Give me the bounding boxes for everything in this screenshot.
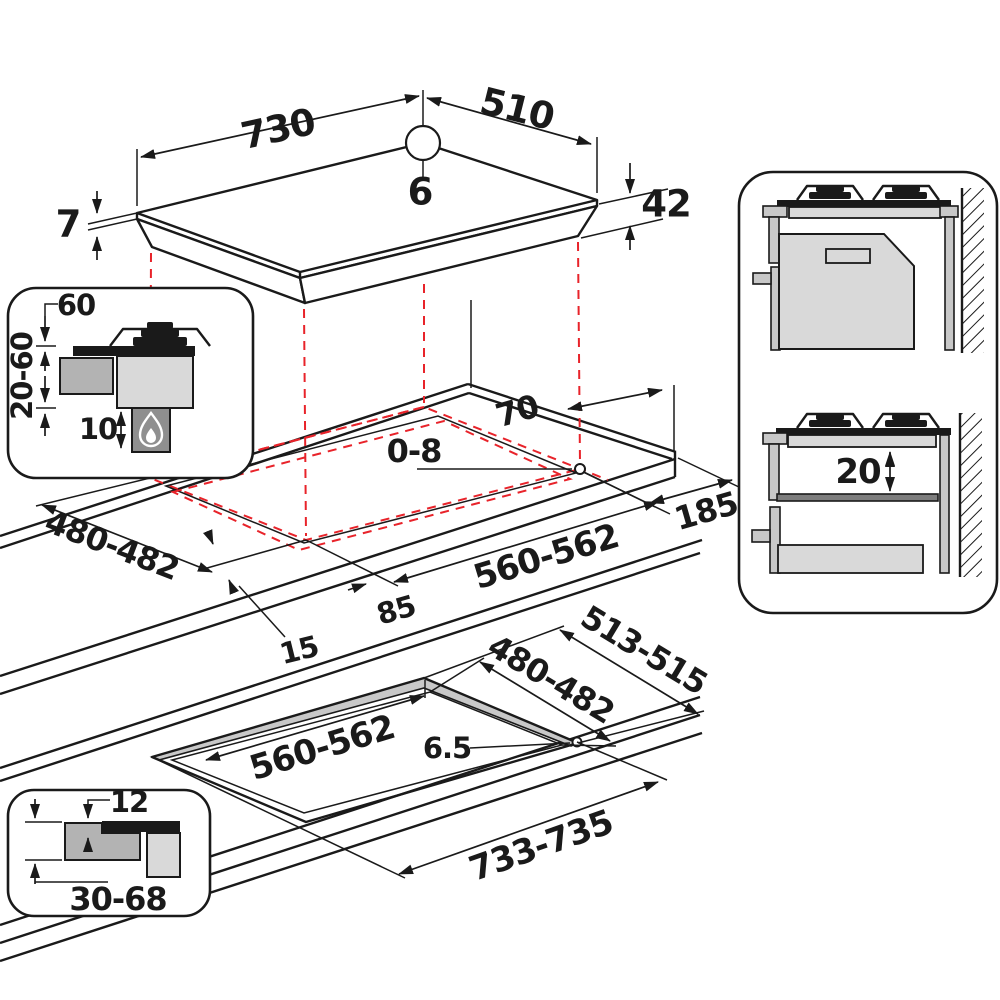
gas-flame-icon bbox=[138, 411, 164, 448]
dim-flush-outer-width: 733-735 bbox=[464, 802, 618, 889]
rear-gap-marker bbox=[574, 463, 586, 475]
dim-side-margin: 85 bbox=[373, 588, 419, 631]
side-view-oven bbox=[752, 184, 984, 353]
burner-profile bbox=[796, 184, 940, 201]
dim-gap-below: 10 bbox=[79, 412, 117, 446]
dim-right-distance: 185 bbox=[670, 484, 742, 538]
flush-worktop: 560-562 480-482 513-515 6.5 733-735 bbox=[0, 538, 714, 963]
dim-rear-gap: 0-8 bbox=[387, 432, 442, 470]
wall-hatching bbox=[960, 188, 984, 353]
side-view-shelf: 20 bbox=[751, 412, 982, 577]
wall-hatching bbox=[958, 413, 982, 577]
dim-hob-depth: 510 bbox=[476, 79, 558, 139]
dim-body-height: 42 bbox=[641, 183, 691, 226]
dim-corner-radius: 6.5 bbox=[423, 731, 471, 765]
hob-isometric: 730 510 6 42 7 bbox=[56, 79, 692, 305]
burner-profile bbox=[796, 412, 940, 429]
flush-detail-inset: 12 30-68 bbox=[6, 785, 212, 918]
dim-rebate-depth: 12 bbox=[110, 785, 148, 819]
dim-clearance-above: 60 bbox=[57, 288, 95, 322]
dim-clearance-range: 20-60 bbox=[5, 332, 39, 420]
glass-thickness-marker bbox=[404, 124, 442, 162]
dim-worktop-thickness: 30-68 bbox=[69, 880, 166, 918]
dim-rim-height: 7 bbox=[56, 203, 81, 246]
dim-hob-width: 730 bbox=[237, 100, 319, 158]
dim-flush-width: 560-562 bbox=[245, 707, 399, 789]
dim-cutout-depth: 480-482 bbox=[40, 502, 184, 588]
burner-clearance-inset: 60 20-60 10 bbox=[5, 286, 255, 480]
dim-glass-thickness: 6 bbox=[408, 171, 433, 214]
dim-shelf-distance: 20 bbox=[835, 452, 881, 492]
side-view-panel: 20 bbox=[737, 170, 999, 615]
